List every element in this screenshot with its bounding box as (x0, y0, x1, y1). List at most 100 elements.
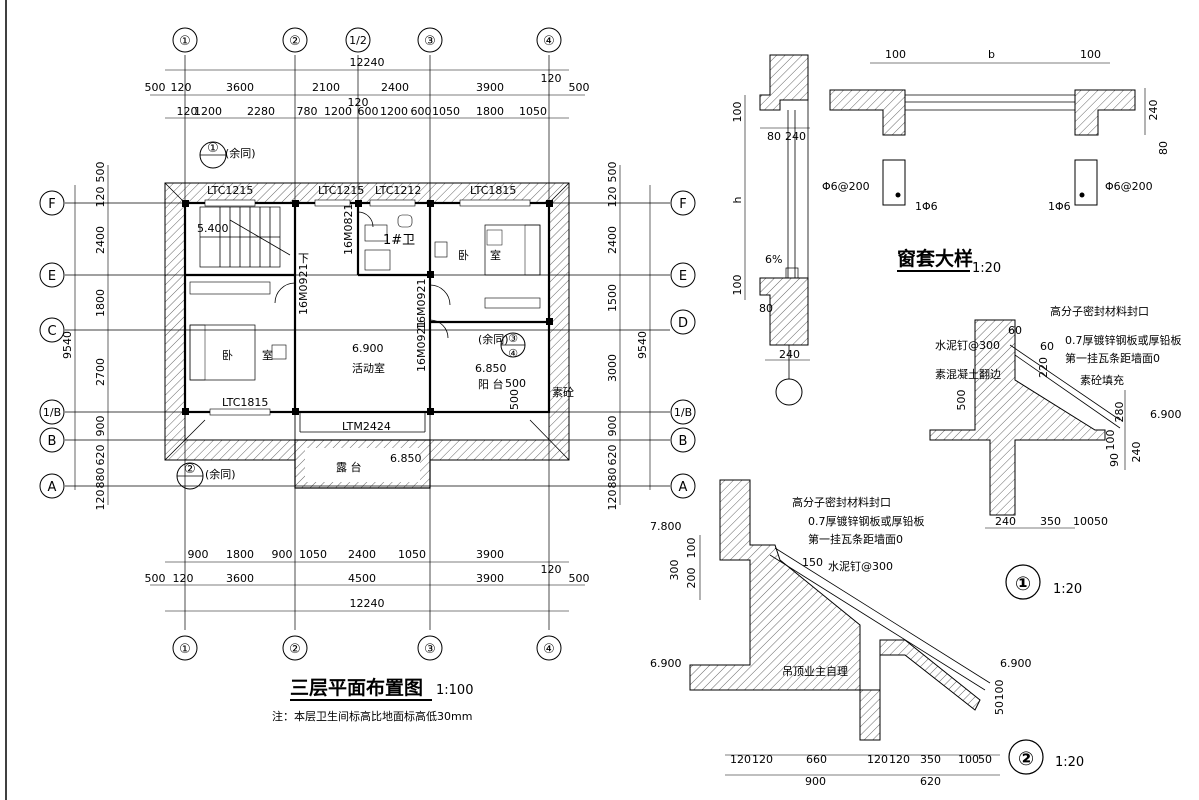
d2-dim-120-c: 120 (867, 753, 888, 766)
dim-top-r2-6: 1200 (380, 105, 408, 118)
axis-right-1B: 1/B (674, 406, 692, 419)
wd-dim-80-bot: 80 (759, 302, 773, 315)
d2-dim-300: 300 (668, 560, 681, 581)
dim-right-5: 900 (606, 416, 619, 437)
d2-dim-660: 660 (806, 753, 827, 766)
axis-left-B: B (48, 434, 57, 449)
wd-h-dim-100-l: 100 (885, 48, 906, 61)
d1-dim-350: 350 (1040, 515, 1061, 528)
d2-dim-120-a: 120 (730, 753, 751, 766)
axis-top-4: ④ (543, 34, 555, 49)
window-label-1: LTC1215 (207, 184, 253, 197)
dim-top-total: 12240 (350, 56, 385, 69)
note-same-1: (余同) (225, 146, 256, 160)
dim-left-6: 620 (94, 445, 107, 466)
dim-top-r2-8: 1050 (432, 105, 460, 118)
d2-scale: 1:20 (1055, 755, 1084, 770)
plan-title-block: 三层平面布置图 1:100 注：本层卫生间标高比地面标高低30mm (272, 676, 473, 723)
window-detail: 100 80 240 h 100 6% 80 240 100 b 100 240… (731, 48, 1170, 406)
d1-label-batten: 第一挂瓦条距墙面0 (1065, 351, 1160, 365)
window-markers (204, 199, 531, 416)
d1-scale: 1:20 (1053, 582, 1082, 597)
axis-bottom-3: ③ (424, 642, 436, 657)
d1-dim-500: 500 (955, 390, 968, 411)
dim-bot-total: 12240 (350, 597, 385, 610)
wd-h-dim-b: b (988, 48, 995, 61)
dim-top-r2-4: 1200 (324, 105, 352, 118)
dim-top-r1-4: 2400 (381, 81, 409, 94)
columns (182, 200, 553, 415)
axis-top-3: ③ (424, 34, 436, 49)
room-terrace: 露 台 (336, 460, 362, 474)
dim-right-0: 500 (606, 162, 619, 183)
dim-bot-r1-3: 1050 (299, 548, 327, 561)
d2-elev-7800: 7.800 (650, 520, 682, 533)
axis-left-E: E (48, 269, 56, 284)
dim-left-4: 2700 (94, 358, 107, 386)
right-dimensions: 500 120 2400 1500 3000 900 620 880 120 9… (606, 162, 651, 511)
room-bedroom-w-2: 室 (262, 348, 273, 362)
window-detail-scale: 1:20 (972, 261, 1001, 276)
d1-label-seal: 高分子密封材料封口 (1050, 304, 1149, 318)
axis-left-1B: 1/B (43, 406, 61, 419)
room-balcony: 阳 台 (478, 377, 504, 391)
dim-bot-r1-2: 900 (272, 548, 293, 561)
door-label-1: 16M0821 (342, 204, 355, 255)
dim-top-r2-3: 780 (297, 105, 318, 118)
dim-left-2: 2400 (94, 226, 107, 254)
dim-top-r2-9: 1800 (476, 105, 504, 118)
dim-right-6: 620 (606, 445, 619, 466)
d1-dim-60-a: 60 (1008, 324, 1022, 337)
note-500-a: 500 (505, 377, 526, 390)
note-concrete: 素砼 (552, 386, 574, 399)
axis-left-C: C (47, 324, 56, 339)
dim-bot-r2-3: 4500 (348, 572, 376, 585)
wd-h-dim-100-r: 100 (1080, 48, 1101, 61)
floor-plan: ① ② 1/2 ③ ④ ① ② ③ ④ F E C (39, 27, 696, 723)
elev-6900: 6.900 (352, 342, 384, 355)
dim-right-2: 2400 (606, 226, 619, 254)
dim-right-7: 880 (606, 468, 619, 489)
note-same-3: (余同) (478, 332, 509, 346)
wd-h-dim-80: 80 (1157, 141, 1170, 155)
window-label-4: LTC1815 (470, 184, 516, 197)
wd-h-dim-240: 240 (1147, 100, 1160, 121)
note-same-2: (余同) (205, 467, 236, 481)
dim-top-r2-11: 120 (348, 96, 369, 109)
d2-label-nail: 水泥钉@300 (828, 560, 893, 573)
rebar-right-stirrup: Φ6@200 (1105, 180, 1153, 193)
door-label-3: 16M0921 (415, 279, 428, 330)
d2-dim-100-h: 100 (958, 753, 979, 766)
terrace (294, 439, 431, 489)
axis-bubbles-left: F E C 1/B B A (39, 190, 65, 499)
d2-mark: ② (1018, 748, 1034, 770)
dim-right-total: 9540 (636, 331, 649, 359)
dim-top-r2-1: 1200 (194, 105, 222, 118)
room-bath: 1#卫 (383, 233, 415, 248)
dim-left-0: 500 (94, 162, 107, 183)
d2-label-ceiling: 吊顶业主自理 (782, 665, 848, 678)
dim-left-7: 880 (94, 468, 107, 489)
detail-2: 7.800 6.900 6.900 高分子密封材料封口 0.7厚镀锌钢板或厚铅板… (650, 479, 1084, 788)
d1-dim-240-v: 240 (1130, 442, 1143, 463)
d1-dim-100: 100 (1104, 430, 1117, 451)
room-activity: 活动室 (352, 361, 385, 375)
d1-dim-50: 50 (1094, 515, 1108, 528)
d2-label-seal: 高分子密封材料封口 (792, 495, 891, 509)
note-500-b: 500 (508, 389, 521, 410)
wd-dim-80-top: 80 (767, 130, 781, 143)
d2-dim-200: 200 (685, 568, 698, 589)
dim-bot-r2-5: 120 (541, 563, 562, 576)
detail-mark-3: ③ (508, 332, 518, 345)
d1-dim-240-h: 240 (995, 515, 1016, 528)
doors (274, 211, 451, 339)
elev-6850-balcony: 6.850 (475, 362, 507, 375)
detail-mark-2: ② (184, 462, 196, 477)
dim-left-5: 900 (94, 416, 107, 437)
wd-dim-100-bot: 100 (731, 275, 744, 296)
dim-top-r1-5: 3900 (476, 81, 504, 94)
left-dimensions: 500 120 2400 1800 2700 900 620 880 120 9… (61, 162, 109, 511)
window-label-2: LTC1215 (318, 184, 364, 197)
wd-dim-100-top: 100 (731, 102, 744, 123)
